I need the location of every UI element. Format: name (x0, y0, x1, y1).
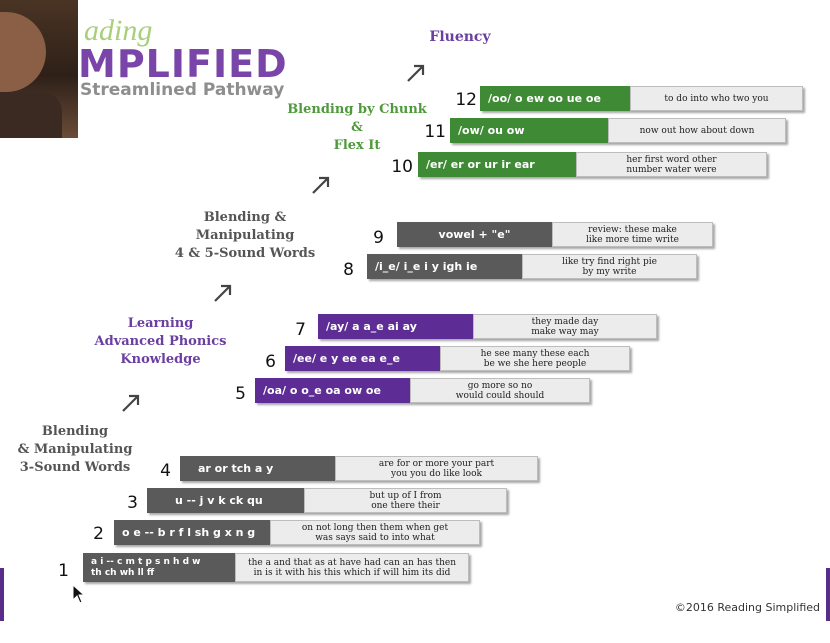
step-sounds: /oo/ o ew oo ue oe (480, 86, 630, 111)
stage-advanced-phonics: Learning Advanced Phonics Knowledge (94, 316, 227, 367)
arrow-up-right-icon (312, 176, 330, 194)
presenter-face (0, 12, 46, 92)
arrow-up-right-icon (122, 394, 140, 412)
copyright: ©2016 Reading Simplified (674, 601, 820, 614)
step-words: to do into who two you (630, 86, 803, 111)
step-number: 7 (295, 320, 306, 340)
step-bar-10: /er/ er or ur ir ear her first word othe… (418, 152, 767, 177)
stage-fluency: Fluency (429, 29, 491, 45)
step-sounds: u -- j v k ck qu (147, 488, 304, 513)
step-bar-2: o e -- b r f l sh g x n g on not long th… (114, 520, 480, 545)
presenter-shirt (0, 92, 62, 138)
right-edge-strip (826, 568, 830, 621)
step-bar-5: /oa/ o o_e oa ow oe go more so no would … (255, 378, 590, 403)
step-sounds: /oa/ o o_e oa ow oe (255, 378, 410, 403)
step-words: like try find right pie by my write (522, 254, 697, 279)
step-words: he see many these each be we she here pe… (440, 346, 630, 371)
step-sounds: /ay/ a a_e ai ay (318, 314, 473, 339)
step-number: 4 (160, 461, 171, 481)
step-number: 1 (58, 561, 69, 581)
step-bar-9: vowel + "e" review: these make like more… (397, 222, 713, 247)
logo-reading: ading (84, 14, 153, 47)
arrow-up-right-icon (214, 284, 232, 302)
step-sounds: /i_e/ i_e i y igh ie (367, 254, 522, 279)
arrow-up-right-icon (407, 64, 425, 82)
step-bar-4: ar or tch a y are for or more your part … (180, 456, 538, 481)
step-number: 12 (455, 90, 477, 110)
step-sounds: vowel + "e" (397, 222, 552, 247)
step-sounds: ar or tch a y (180, 456, 335, 481)
stage-manipulating-3: Blending & Manipulating 3-Sound Words (17, 424, 133, 475)
stage-chunk: Blending by Chunk & Flex It (287, 102, 427, 153)
step-bar-3: u -- j v k ck qu but up of I from one th… (147, 488, 507, 513)
webcam-overlay (0, 0, 78, 138)
step-bar-8: /i_e/ i_e i y igh ie like try find right… (367, 254, 697, 279)
step-number: 8 (343, 260, 354, 280)
step-sounds: /er/ er or ur ir ear (418, 152, 576, 177)
step-sounds: /ow/ ou ow (450, 118, 608, 143)
step-number: 5 (235, 384, 246, 404)
step-sounds: /ee/ e y ee ea e_e (285, 346, 440, 371)
step-words: her first word other number water were (576, 152, 767, 177)
step-words: review: these make like more time write (552, 222, 713, 247)
stage-manipulating-4-5: Blending & Manipulating 4 & 5-Sound Word… (174, 210, 316, 261)
step-words: are for or more your part you you do lik… (335, 456, 538, 481)
step-words: on not long then them when get was says … (270, 520, 480, 545)
step-words: the a and that as at have had can an has… (235, 553, 469, 582)
step-number: 2 (93, 524, 104, 544)
step-number: 10 (391, 157, 413, 177)
step-words: but up of I from one there their (304, 488, 507, 513)
mouse-cursor-icon (72, 584, 86, 604)
step-words: now out how about down (608, 118, 786, 143)
left-edge-strip (0, 568, 4, 621)
step-sounds: a i -- c m t p s n h d w th ch wh ll ff (83, 553, 235, 582)
step-bar-6: /ee/ e y ee ea e_e he see many these eac… (285, 346, 630, 371)
step-words: they made day make way may (473, 314, 657, 339)
logo-simplified: MPLIFIED (78, 42, 288, 86)
step-number: 9 (373, 228, 384, 248)
step-number: 3 (127, 493, 138, 513)
step-bar-11: /ow/ ou ow now out how about down (450, 118, 786, 143)
step-number: 11 (424, 122, 446, 142)
step-bar-1: a i -- c m t p s n h d w th ch wh ll ff … (83, 553, 469, 582)
step-words: go more so no would could should (410, 378, 590, 403)
step-bar-12: /oo/ o ew oo ue oe to do into who two yo… (480, 86, 803, 111)
step-number: 6 (265, 352, 276, 372)
step-bar-7: /ay/ a a_e ai ay they made day make way … (318, 314, 657, 339)
logo-tagline: Streamlined Pathway (80, 80, 285, 100)
step-sounds: o e -- b r f l sh g x n g (114, 520, 270, 545)
